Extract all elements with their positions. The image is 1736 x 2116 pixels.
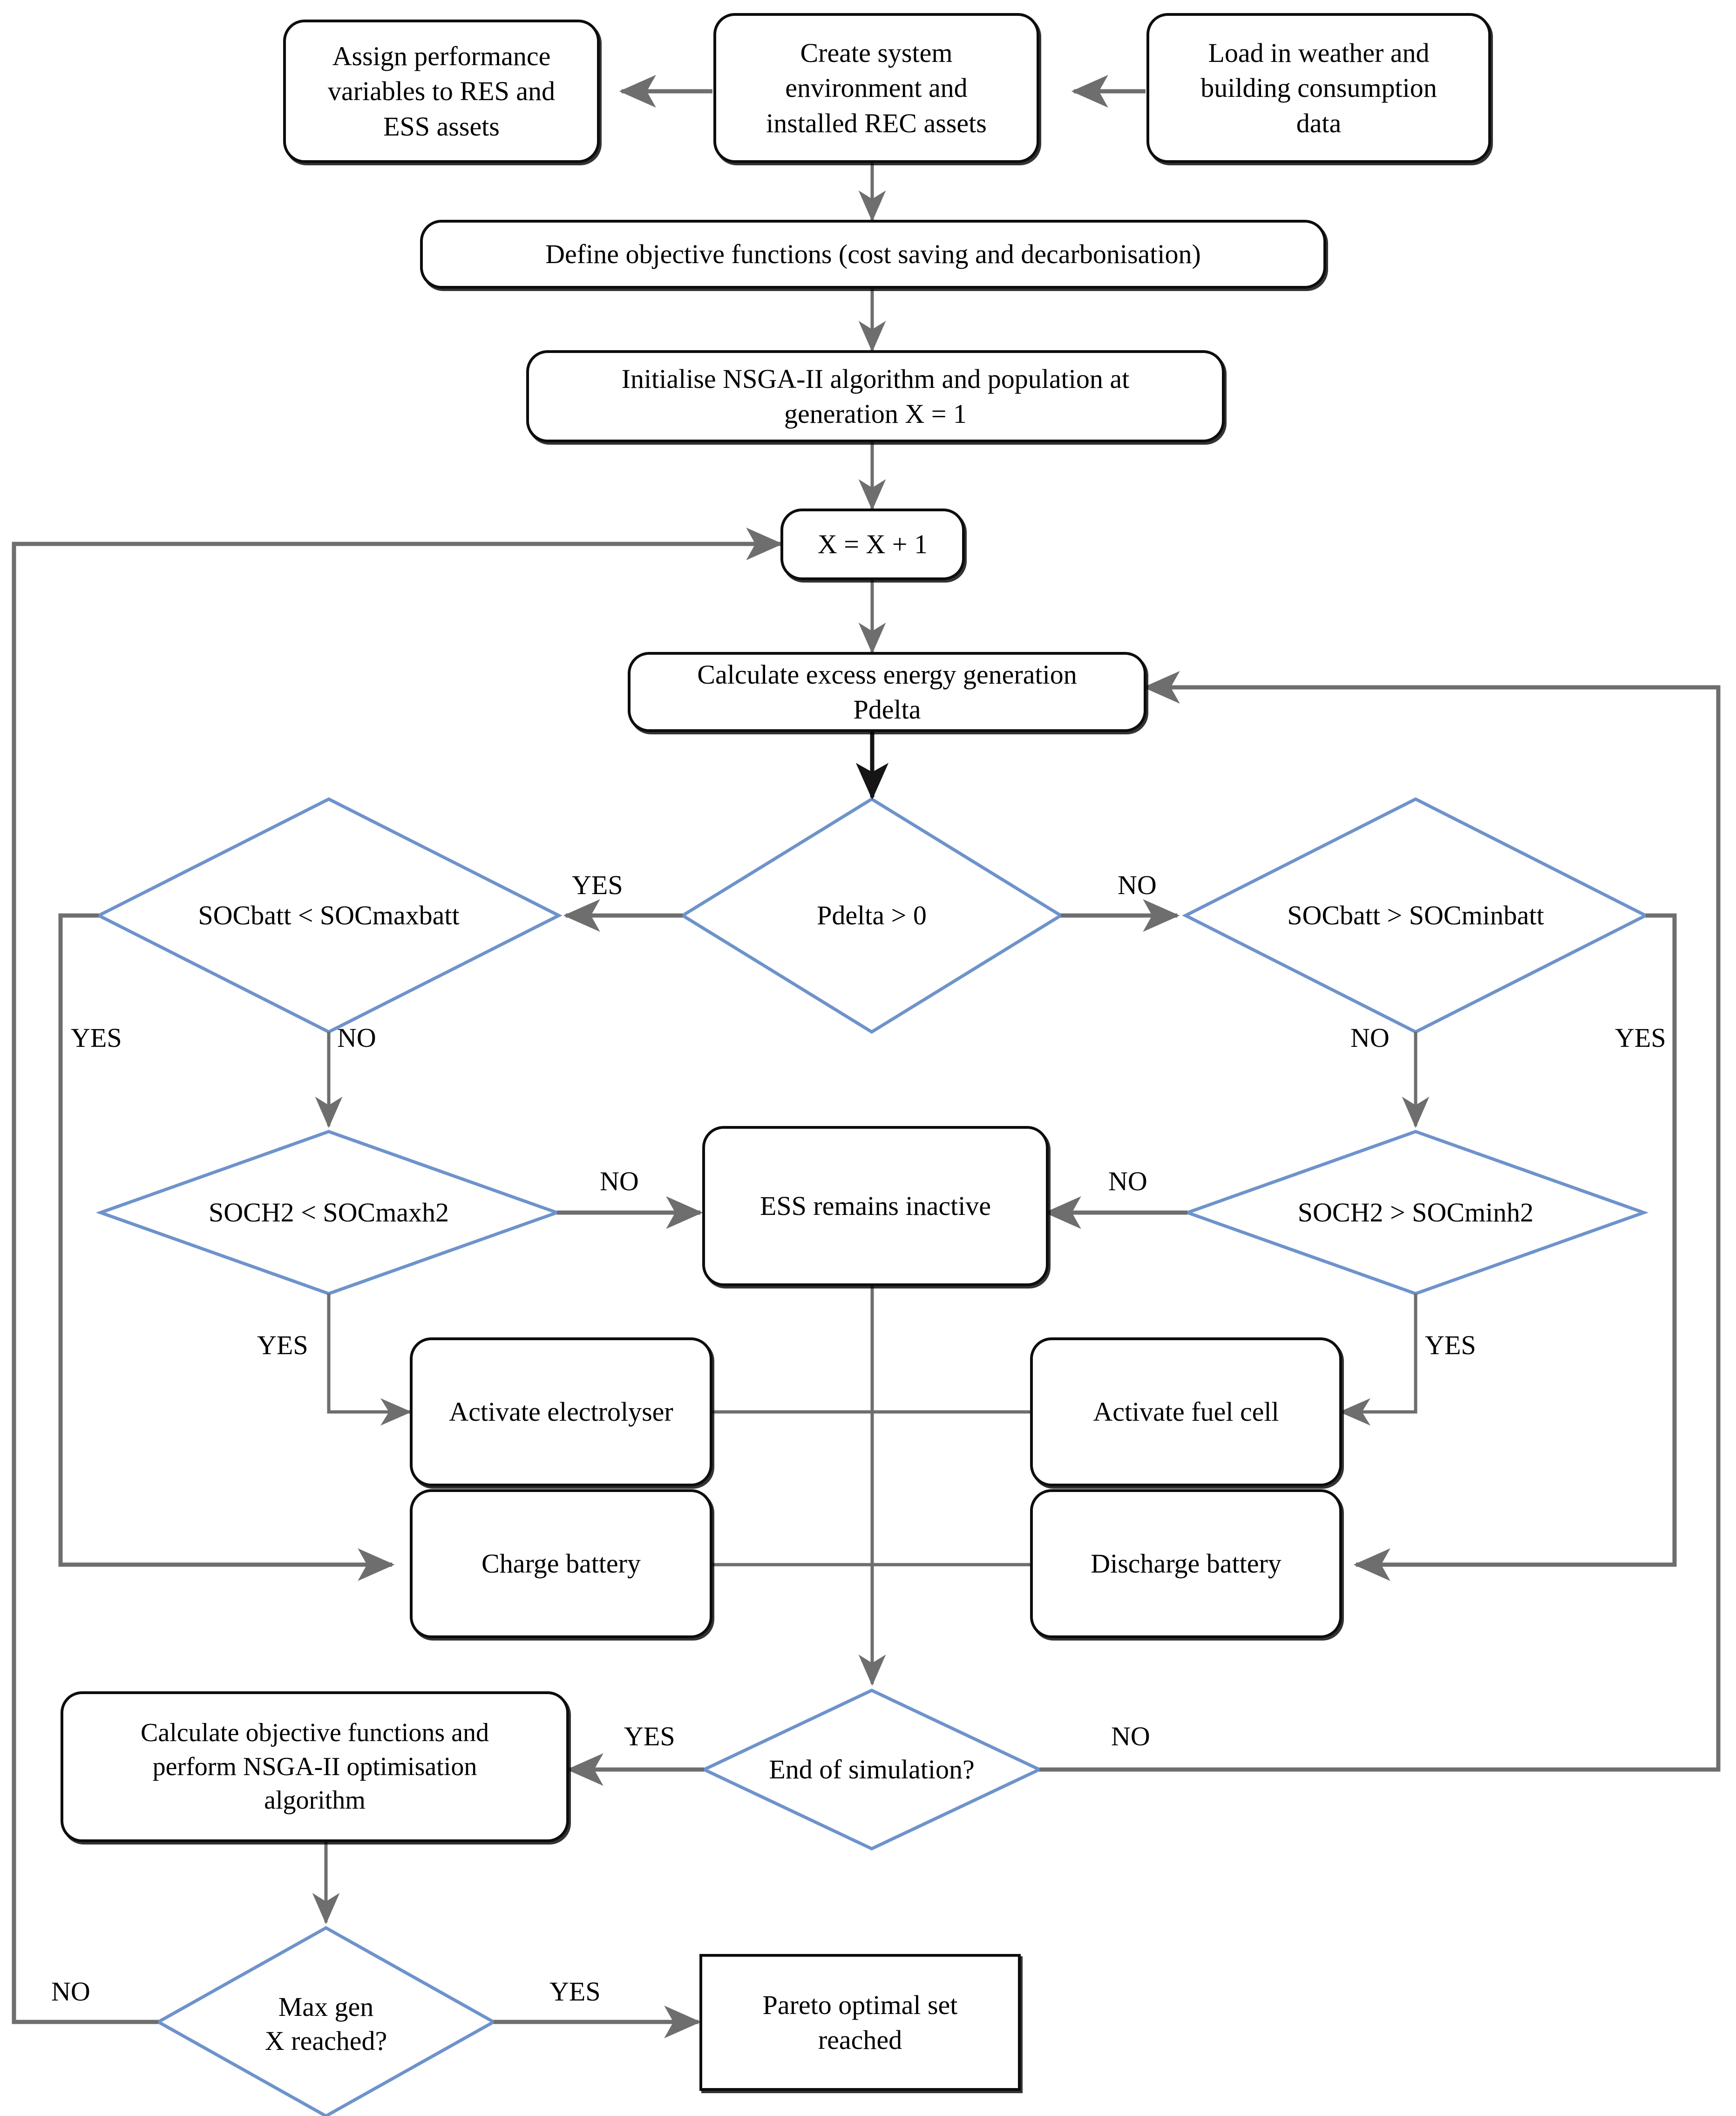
node-discharge-battery[interactable]: Discharge battery [1030, 1489, 1342, 1638]
node-socbatt-gt-min[interactable]: SOCbatt > SOCminbatt [1229, 883, 1602, 948]
node-activate-electrolyser[interactable]: Activate electrolyser [410, 1337, 712, 1486]
node-assign-vars-label: Assign performance variables to RES and … [327, 41, 556, 142]
edge-label-pdelta-no: NO [1118, 870, 1157, 900]
node-init-nsga-label: Initialise NSGA-II algorithm and populat… [621, 363, 1130, 429]
node-max-gen-label: Max gen X reached? [264, 1991, 387, 2056]
edge-label-maxgen-no: NO [51, 1976, 90, 2007]
node-calculate-objectives-label: Calculate objective functions and perfor… [141, 1718, 489, 1815]
node-end-of-simulation[interactable]: End of simulation? [732, 1737, 1011, 1802]
node-load-data-label: Load in weather and building consumption… [1200, 37, 1437, 138]
edge-label-maxgen-yes: YES [549, 1976, 601, 2007]
node-calculate-excess-label: Calculate excess energy generation Pdelt… [697, 659, 1077, 725]
node-discharge-battery-label: Discharge battery [1091, 1548, 1282, 1579]
node-increment-x[interactable]: X = X + 1 [780, 509, 965, 580]
node-increment-x-label: X = X + 1 [817, 529, 928, 560]
edge-label-soch2max-yes: YES [257, 1330, 308, 1360]
node-soch2-gt-min-label: SOCH2 > SOCminh2 [1297, 1197, 1534, 1228]
node-max-gen[interactable]: Max gen X reached? [196, 1982, 456, 2066]
node-ess-inactive[interactable]: ESS remains inactive [702, 1126, 1049, 1286]
node-activate-fuel-cell[interactable]: Activate fuel cell [1030, 1337, 1342, 1486]
node-init-nsga[interactable]: Initialise NSGA-II algorithm and populat… [526, 350, 1225, 442]
node-create-env[interactable]: Create system environment and installed … [713, 13, 1039, 163]
node-activate-fuel-cell-label: Activate fuel cell [1093, 1397, 1279, 1427]
node-assign-vars[interactable]: Assign performance variables to RES and … [283, 20, 600, 163]
edge-label-soch2min-yes: YES [1425, 1330, 1476, 1360]
edge-label-socbattmin-no: NO [1350, 1023, 1390, 1053]
node-soch2-lt-max[interactable]: SOCH2 < SOCmaxh2 [152, 1180, 506, 1245]
edge-label-socbattmax-yes: YES [71, 1023, 122, 1053]
node-ess-inactive-label: ESS remains inactive [760, 1191, 991, 1221]
edge-soch2max-yes-to-electrolyser [327, 1294, 412, 1426]
node-define-objectives[interactable]: Define objective functions (cost saving … [420, 220, 1326, 289]
edge-soch2min-yes-to-fuelcell [1339, 1294, 1417, 1426]
node-pareto-optimal-set[interactable]: Pareto optimal set reached [699, 1954, 1021, 2091]
node-socbatt-lt-max-label: SOCbatt < SOCmaxbatt [198, 900, 460, 931]
edge-label-soch2max-no: NO [600, 1166, 639, 1196]
decision-shapes [95, 797, 1649, 2116]
node-create-env-label: Create system environment and installed … [766, 37, 987, 138]
node-define-objectives-label: Define objective functions (cost saving … [545, 239, 1201, 270]
edge-label-pdelta-yes: YES [572, 870, 623, 900]
edge-label-endsim-no: NO [1111, 1721, 1150, 1751]
edge-label-endsim-yes: YES [624, 1721, 675, 1751]
node-pdelta-gt0-label: Pdelta > 0 [817, 900, 927, 931]
edge-label-socbattmax-no: NO [337, 1023, 376, 1053]
node-pareto-optimal-set-label: Pareto optimal set reached [762, 1989, 958, 2055]
node-activate-electrolyser-label: Activate electrolyser [449, 1397, 673, 1427]
edge-label-soch2min-no: NO [1108, 1166, 1147, 1196]
node-socbatt-lt-max[interactable]: SOCbatt < SOCmaxbatt [142, 883, 515, 948]
node-charge-battery-label: Charge battery [481, 1548, 641, 1579]
node-pdelta-gt0[interactable]: Pdelta > 0 [732, 883, 1011, 948]
edge-label-socbattmin-yes: YES [1615, 1023, 1666, 1053]
node-calculate-excess[interactable]: Calculate excess energy generation Pdelt… [628, 652, 1146, 732]
node-soch2-lt-max-label: SOCH2 < SOCmaxh2 [208, 1197, 449, 1228]
node-soch2-gt-min[interactable]: SOCH2 > SOCminh2 [1239, 1180, 1593, 1245]
node-socbatt-gt-min-label: SOCbatt > SOCminbatt [1287, 900, 1544, 931]
node-load-data[interactable]: Load in weather and building consumption… [1146, 13, 1491, 163]
node-calculate-objectives[interactable]: Calculate objective functions and perfor… [61, 1691, 569, 1842]
node-end-of-simulation-label: End of simulation? [769, 1754, 975, 1785]
node-charge-battery[interactable]: Charge battery [410, 1489, 712, 1638]
